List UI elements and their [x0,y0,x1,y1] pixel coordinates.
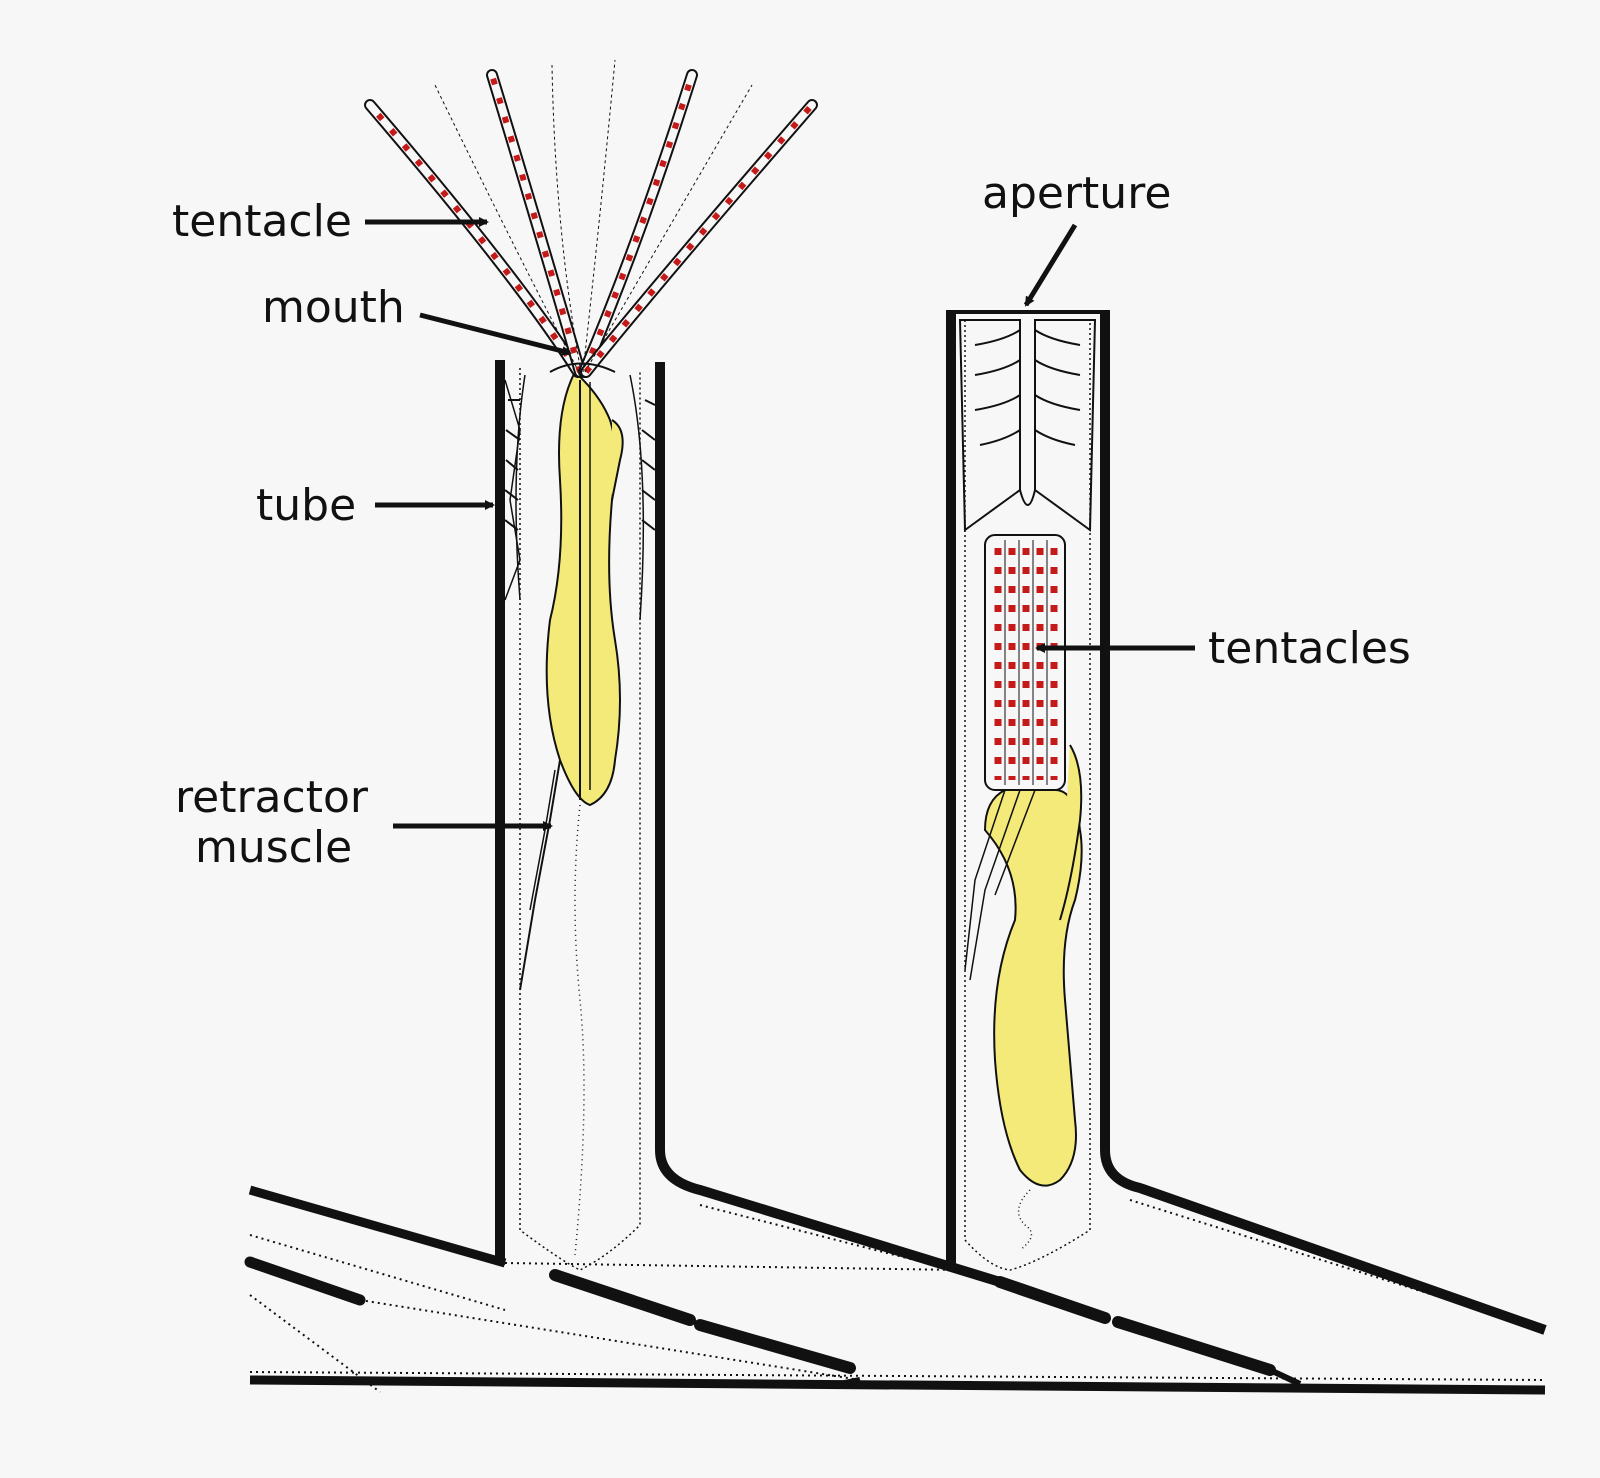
left-zooid-gut [519,370,624,1256]
arrow-aperture [1023,223,1078,307]
left-zooid-tube [495,360,1002,1287]
label-group-retractor-muscle: retractor muscle [175,772,553,873]
label-aperture: aperture [982,168,1171,219]
arrow-mouth [419,312,572,356]
right-zooid-tentacle-bundle [984,534,1066,791]
right-zooid-tube [946,310,1547,1335]
label-group-mouth: mouth [262,282,572,356]
label-tube: tube [256,480,356,531]
stolon-base [244,1185,1546,1395]
label-mouth: mouth [262,282,405,333]
label-group-aperture: aperture [982,168,1171,307]
label-group-tube: tube [256,480,495,531]
label-group-tentacles: tentacles [1035,623,1411,674]
left-zooid-tentacle-crown [364,59,818,378]
label-tentacles: tentacles [1208,623,1411,674]
label-retractor-line2: muscle [195,822,352,873]
label-retractor-line1: retractor [175,772,369,823]
label-group-tentacle: tentacle [172,196,489,247]
label-tentacle: tentacle [172,196,352,247]
right-zooid-gut [964,744,1083,1251]
